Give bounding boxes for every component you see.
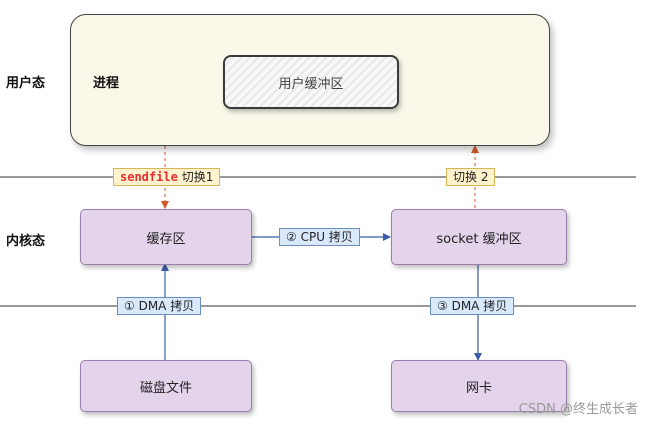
page-cache-label: 缓存区: [146, 231, 186, 247]
cpu-copy-text: ② CPU 拷贝: [286, 230, 353, 244]
user-mode-label: 用户态: [6, 76, 46, 91]
dma-copy-1-text: ① DMA 拷贝: [124, 299, 195, 313]
sendfile-keyword: sendfile: [120, 170, 178, 184]
switch1-tag: sendfile 切换1: [113, 168, 221, 186]
disk-file-box: 磁盘文件: [80, 360, 252, 412]
nic-label: 网卡: [465, 380, 492, 396]
switch1-text: 切换1: [181, 170, 214, 184]
user-buffer-label: 用户缓冲区: [278, 76, 344, 92]
socket-buffer-box: socket 缓冲区: [391, 209, 567, 265]
kernel-mode-label: 内核态: [6, 234, 46, 249]
page-cache-box: 缓存区: [80, 209, 252, 265]
disk-file-label: 磁盘文件: [139, 380, 192, 396]
process-label: 进程: [93, 76, 120, 91]
dma-copy-3-tag: ③ DMA 拷贝: [430, 297, 515, 315]
nic-box: 网卡: [391, 360, 567, 412]
user-buffer-box: 用户缓冲区: [223, 55, 399, 109]
switch2-tag: 切换 2: [446, 168, 496, 186]
socket-buffer-label: socket 缓冲区: [436, 231, 522, 247]
watermark: CSDN @终生成长者: [518, 402, 638, 417]
switch2-text: 切换 2: [453, 170, 489, 184]
dma-copy-1-tag: ① DMA 拷贝: [117, 297, 202, 315]
dma-copy-3-text: ③ DMA 拷贝: [437, 299, 508, 313]
cpu-copy-tag: ② CPU 拷贝: [279, 228, 360, 246]
